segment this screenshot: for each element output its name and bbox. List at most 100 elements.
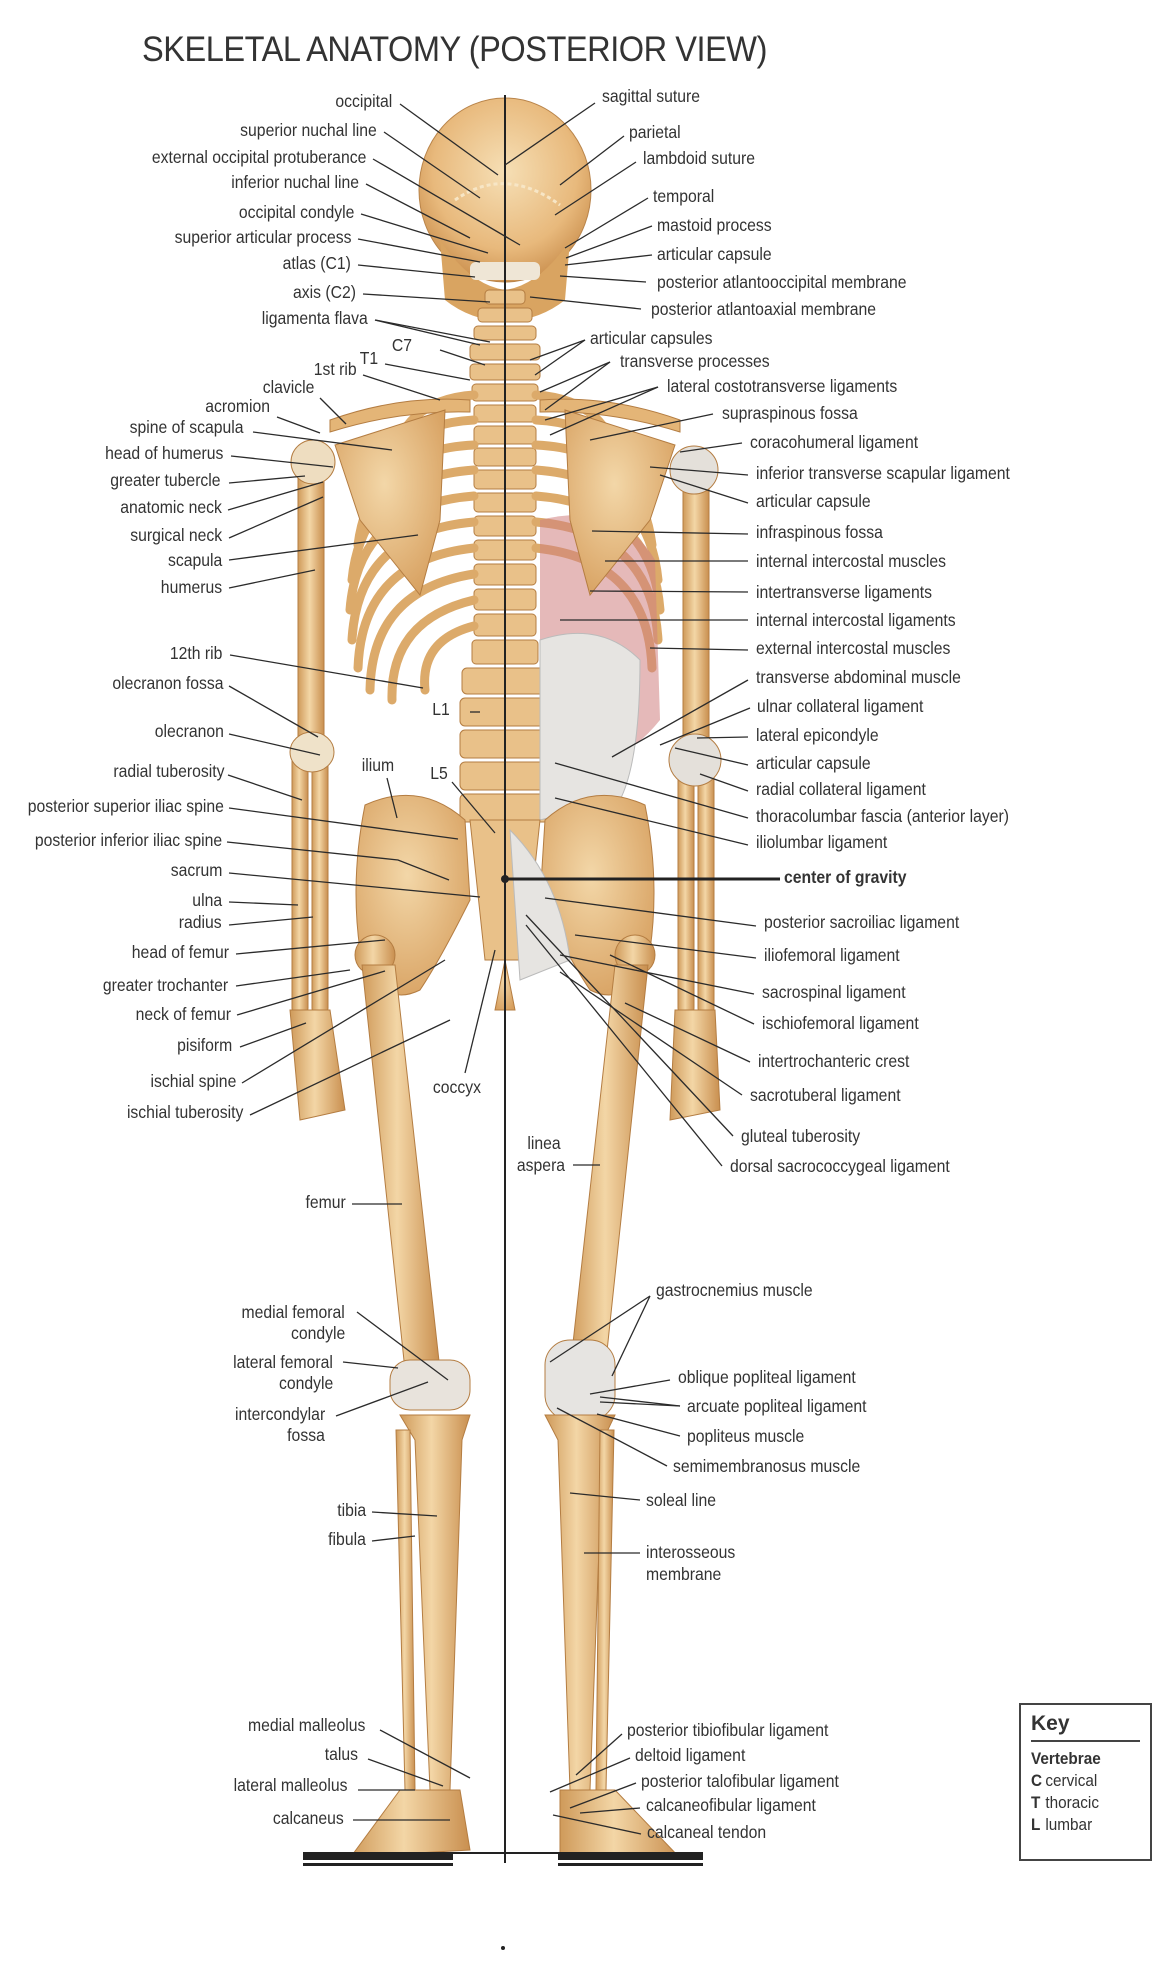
- anatomy-label: lateral femoral: [233, 1352, 333, 1372]
- anatomy-label: aspera: [516, 1155, 566, 1175]
- leader-lines: [226, 103, 600, 1821]
- anatomy-label: internal intercostal muscles: [756, 551, 946, 571]
- anatomy-label: olecranon: [154, 721, 224, 741]
- anatomy-label: sacrotuberal ligament: [750, 1085, 901, 1105]
- anatomy-label: greater trochanter: [102, 975, 228, 995]
- anatomy-label: arcuate popliteal ligament: [687, 1396, 867, 1416]
- anatomy-label: external occipital protuberance: [151, 147, 366, 167]
- anatomy-label: intertransverse ligaments: [756, 582, 932, 602]
- anatomy-label: intercondylar: [234, 1404, 325, 1424]
- anatomy-label: superior articular process: [174, 227, 351, 247]
- anatomy-label: articular capsule: [756, 753, 871, 773]
- center-of-gravity-marker: [501, 875, 509, 883]
- anatomy-label: transverse processes: [620, 351, 770, 371]
- anatomy-label: lateral epicondyle: [756, 725, 879, 745]
- anatomy-label: mastoid process: [657, 215, 772, 235]
- anatomy-label: humerus: [160, 577, 222, 597]
- anatomy-label: inferior transverse scapular ligament: [756, 463, 1010, 483]
- anatomy-label: ischial spine: [150, 1071, 236, 1091]
- anatomy-label: interosseous: [646, 1542, 736, 1562]
- anatomy-label: condyle: [290, 1323, 345, 1343]
- anatomy-label: fossa: [287, 1425, 325, 1445]
- anatomy-label: articular capsules: [590, 328, 713, 348]
- anatomy-label: 12th rib: [169, 643, 222, 663]
- anatomy-label: posterior sacroiliac ligament: [764, 912, 960, 932]
- anatomy-label: sagittal suture: [602, 86, 701, 106]
- anatomy-label: calcaneofibular ligament: [646, 1795, 816, 1815]
- anatomy-label: coccyx: [432, 1077, 482, 1097]
- key-title: Key: [1031, 1712, 1070, 1735]
- anatomy-label: scapula: [167, 550, 222, 570]
- anatomy-label: lateral malleolus: [233, 1775, 347, 1795]
- anatomy-label: linea: [527, 1133, 561, 1153]
- anatomy-label: articular capsule: [657, 244, 772, 264]
- anatomy-label: acromion: [205, 396, 270, 416]
- anatomy-label: ulnar collateral ligament: [757, 696, 924, 716]
- arms: [289, 439, 722, 1121]
- key-heading: Vertebrae: [1031, 1749, 1101, 1768]
- anatomy-label: gluteal tuberosity: [741, 1126, 861, 1146]
- anatomy-label: T1: [359, 348, 379, 368]
- anatomy-label: head of humerus: [104, 443, 223, 463]
- anatomy-label: clavicle: [262, 377, 314, 397]
- anatomy-label: olecranon fossa: [112, 673, 224, 693]
- anatomy-label: radial collateral ligament: [756, 779, 926, 799]
- anatomy-label: iliolumbar ligament: [756, 832, 888, 852]
- anatomy-label: posterior atlantooccipital membrane: [657, 272, 907, 292]
- anatomy-label: condyle: [278, 1373, 333, 1393]
- anatomy-label: intertrochanteric crest: [758, 1051, 910, 1071]
- anatomy-label: anatomic neck: [120, 497, 222, 517]
- anatomy-label: parietal: [629, 122, 681, 142]
- anatomy-label: medial femoral: [241, 1302, 345, 1322]
- anatomy-label: calcaneus: [273, 1808, 344, 1828]
- anatomy-label: posterior tibiofibular ligament: [627, 1720, 829, 1740]
- anatomy-label: C7: [391, 335, 413, 355]
- clavicles: [329, 398, 681, 433]
- anatomy-label: occipital: [335, 91, 392, 111]
- anatomy-label: 1st rib: [314, 359, 357, 379]
- anatomy-label: lateral costotransverse ligaments: [667, 376, 898, 396]
- anatomy-label: radial tuberosity: [113, 761, 225, 781]
- anatomy-label: transverse abdominal muscle: [756, 667, 961, 687]
- anatomy-label: spine of scapula: [129, 417, 243, 437]
- anatomy-label: membrane: [646, 1564, 722, 1584]
- floor-bars: [303, 1852, 703, 1950]
- anatomy-label: lambdoid suture: [643, 148, 756, 168]
- anatomy-label: ischial tuberosity: [126, 1102, 243, 1122]
- anatomy-label: posterior talofibular ligament: [641, 1771, 839, 1791]
- anatomy-label: deltoid ligament: [635, 1745, 746, 1765]
- center-of-gravity-label: center of gravity: [784, 867, 907, 887]
- anatomy-label: neck of femur: [135, 1004, 231, 1024]
- key-divider: [1031, 1740, 1140, 1742]
- anatomy-label: fibula: [328, 1529, 366, 1549]
- anatomy-label: medial malleolus: [247, 1715, 365, 1735]
- anatomy-label: tibia: [337, 1500, 366, 1520]
- anatomy-label: posterior inferior iliac spine: [34, 830, 222, 850]
- anatomy-label: articular capsule: [756, 491, 871, 511]
- anatomy-label: ligamenta flava: [262, 308, 368, 328]
- anatomy-label: calcaneal tendon: [647, 1822, 767, 1842]
- anatomy-label: gastrocnemius muscle: [656, 1280, 813, 1300]
- anatomy-label: popliteus muscle: [687, 1426, 805, 1446]
- anatomy-label: posterior atlantoaxial membrane: [651, 299, 876, 319]
- anatomy-label: axis (C2): [292, 282, 356, 302]
- anatomy-label: occipital condyle: [238, 202, 354, 222]
- anatomy-label: surgical neck: [130, 525, 222, 545]
- anatomy-label: femur: [305, 1192, 346, 1212]
- anatomy-label: oblique popliteal ligament: [678, 1367, 856, 1387]
- anatomy-label: semimembranosus muscle: [673, 1456, 861, 1476]
- anatomy-label: greater tubercle: [110, 470, 221, 490]
- anatomy-label: inferior nuchal line: [231, 172, 359, 192]
- right-torso-soft-tissue: [539, 515, 660, 821]
- anatomy-label: thoracolumbar fascia (anterior layer): [756, 806, 1009, 826]
- anatomy-label: external intercostal muscles: [756, 638, 951, 658]
- anatomy-label: ilium: [361, 755, 395, 775]
- legs: [348, 934, 682, 1859]
- diagram-title: SKELETAL ANATOMY (POSTERIOR VIEW): [142, 30, 767, 69]
- anatomy-label: posterior superior iliac spine: [27, 796, 224, 816]
